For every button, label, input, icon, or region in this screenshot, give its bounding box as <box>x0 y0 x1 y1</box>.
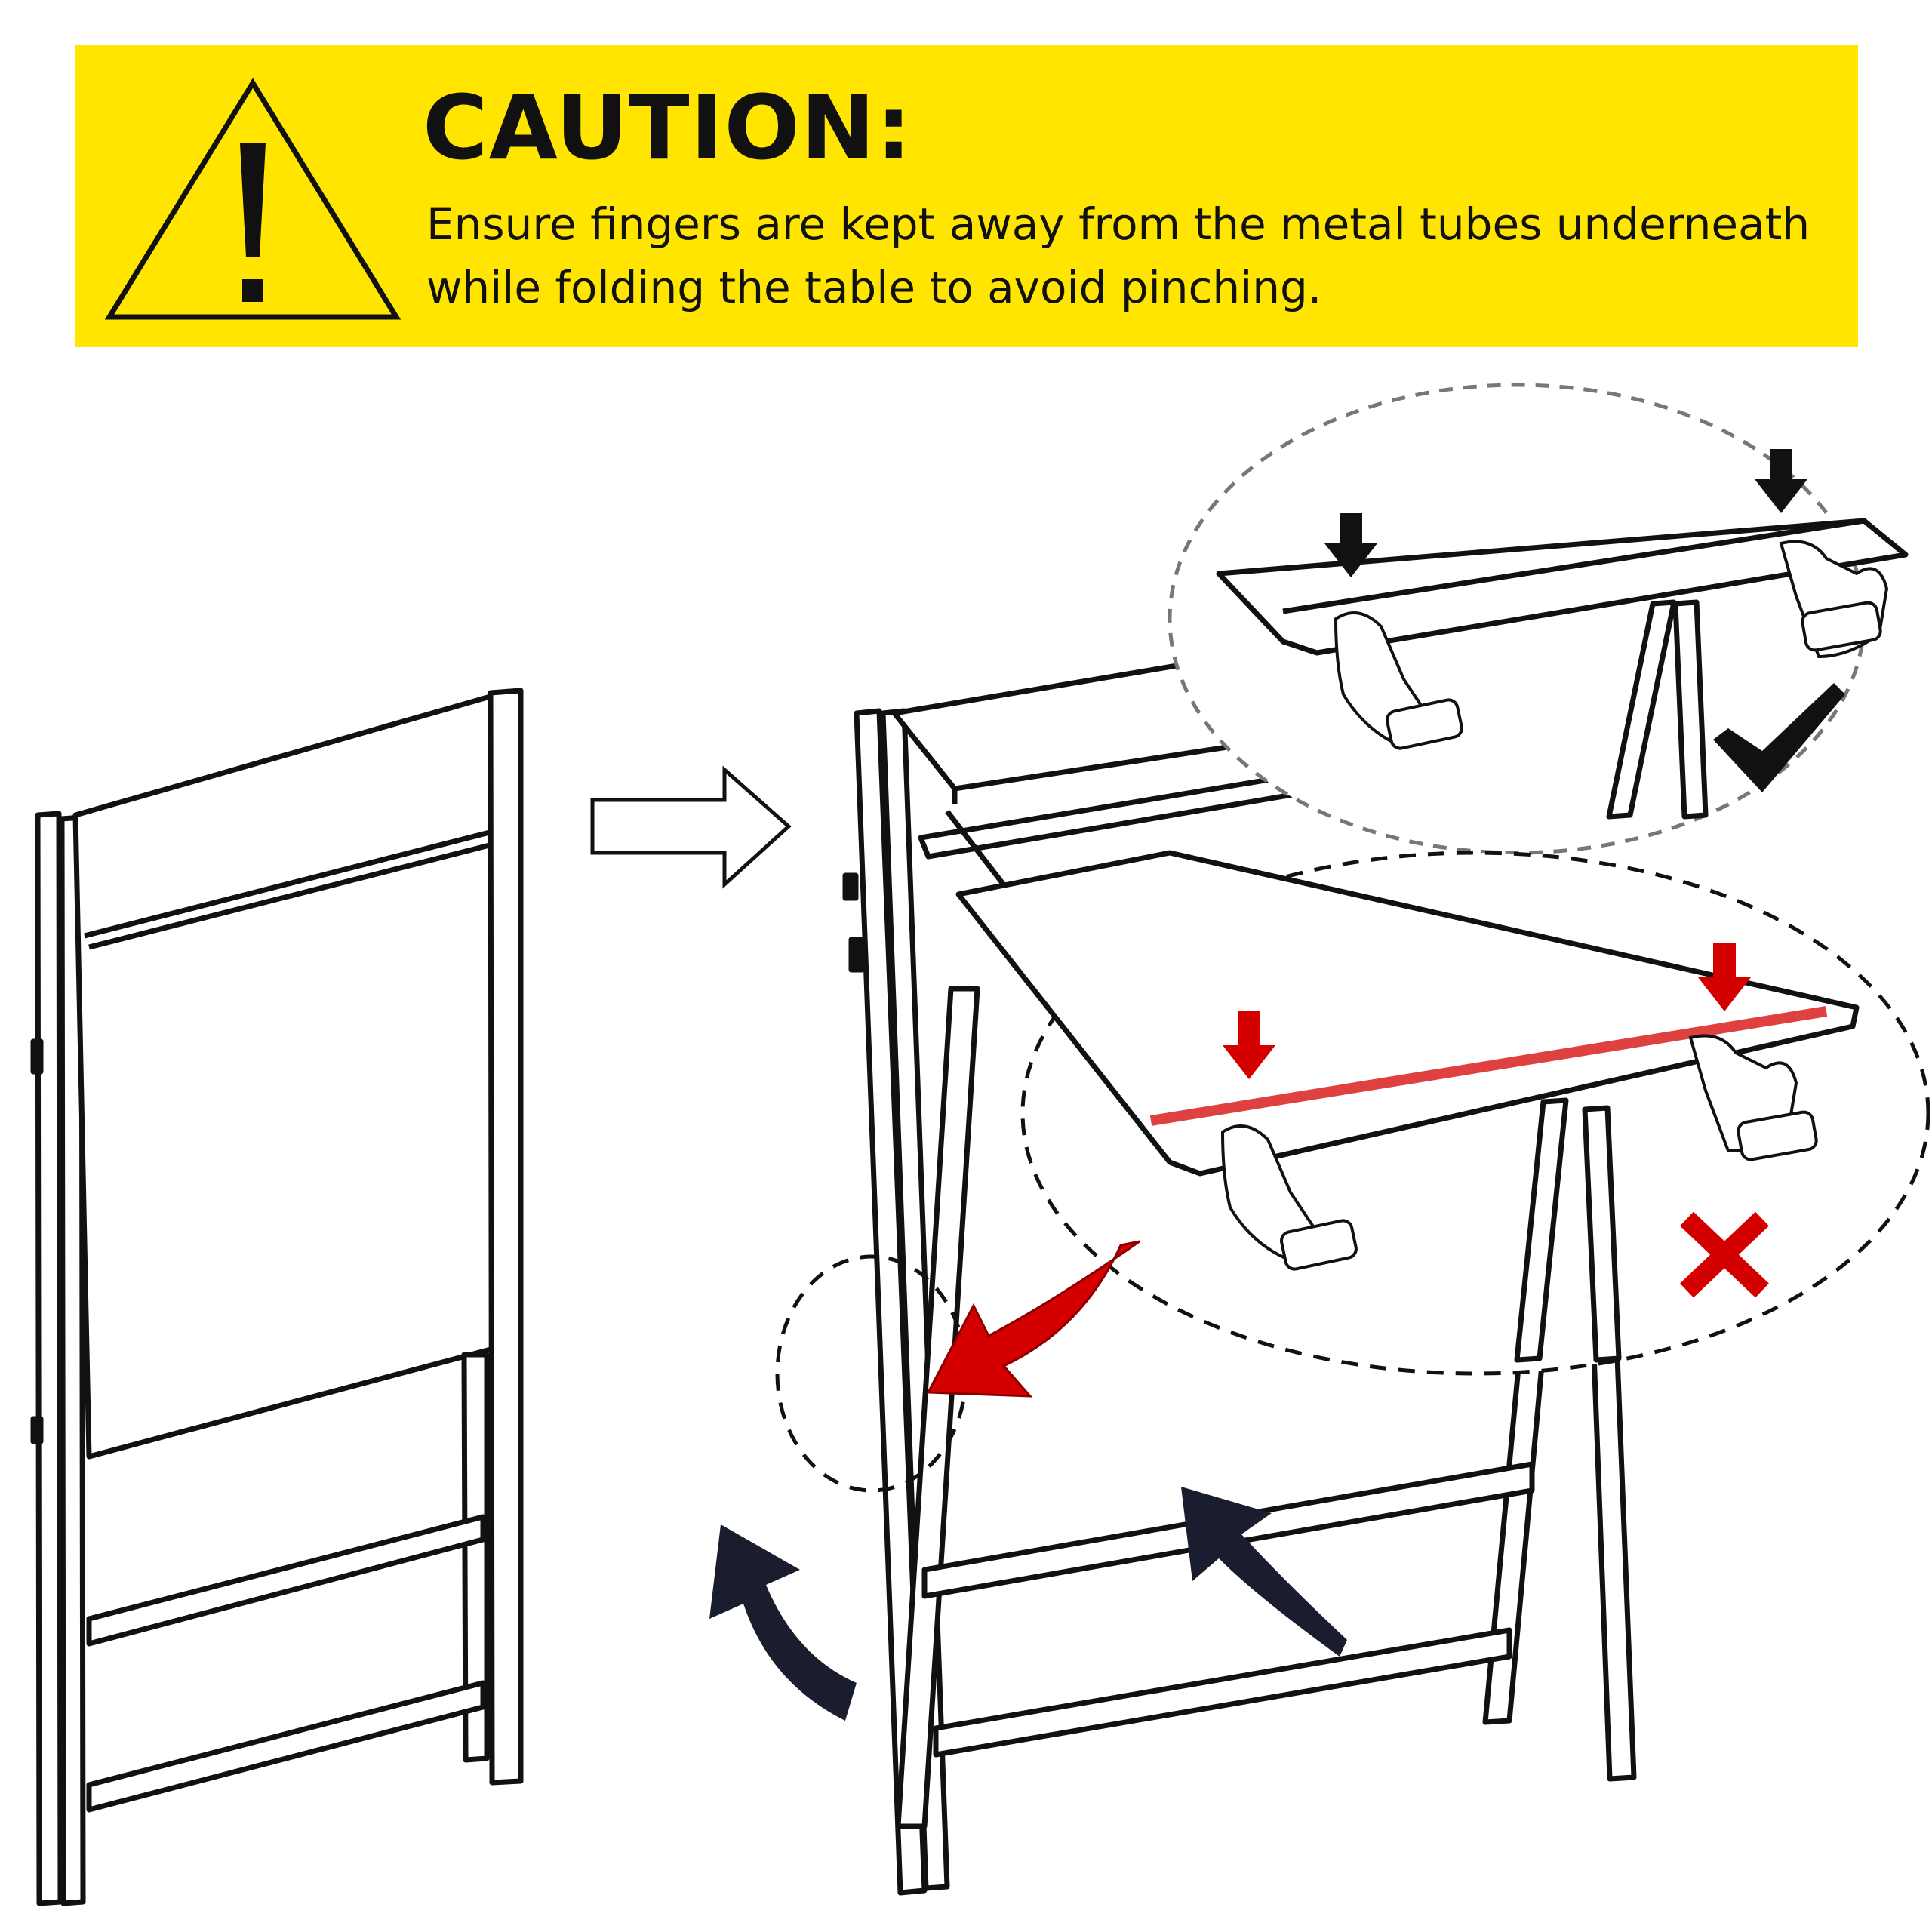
navy-curved-arrow-icon <box>709 1524 857 1721</box>
red-down-arrow-icon <box>1698 943 1751 1011</box>
correct-zoom <box>1168 383 1909 855</box>
caution-message: Ensure fingers are kept away from the me… <box>426 198 1810 313</box>
x-mark-icon <box>1680 1211 1769 1298</box>
wrong-zoom <box>955 850 1930 1376</box>
check-mark-icon <box>1713 683 1845 792</box>
folded-table <box>30 688 524 1906</box>
correct-hand-right <box>1779 540 1889 659</box>
down-arrow-icon <box>1755 449 1807 513</box>
wrong-hand-left <box>1220 1124 1358 1271</box>
pinch-zone-line <box>1149 1006 1828 1126</box>
wrong-hand-right <box>1688 1034 1818 1161</box>
navy-curved-arrow-icon <box>1181 1487 1347 1657</box>
outline-right-arrow-icon <box>590 765 792 889</box>
caution-title: CAUTION: <box>423 75 912 180</box>
down-arrow-icon <box>1324 513 1377 577</box>
red-curved-arrow-icon <box>926 1240 1140 1398</box>
warning-triangle-icon <box>104 78 401 320</box>
red-down-arrow-icon <box>1223 1011 1275 1079</box>
caution-banner: CAUTION: Ensure fingers are kept away fr… <box>75 45 1858 347</box>
correct-hand-left <box>1334 611 1463 750</box>
